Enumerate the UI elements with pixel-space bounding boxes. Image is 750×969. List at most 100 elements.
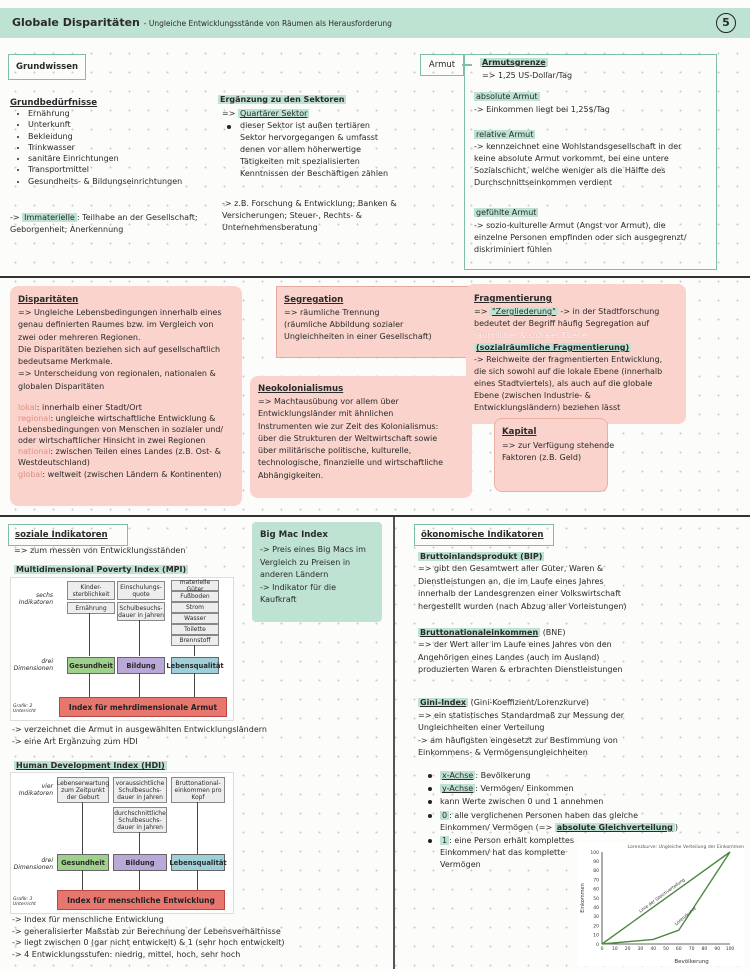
frag-line1-post: -> in der Stadtforschung (560, 307, 660, 316)
bullet-dot (428, 813, 432, 818)
segregation-line: Ungleichheiten in einer Gesellschaft) (284, 332, 432, 341)
sektoren-line: Tätigkeiten mit spezialisierten (240, 157, 360, 166)
y-tick-label: 40 (593, 905, 599, 911)
y-text: : Vermögen/ Einkommen (475, 784, 574, 794)
kapital-title: Kapital (502, 427, 537, 437)
absolut-title-text: absolute Armut (474, 92, 540, 101)
disparitaeten-box (10, 286, 242, 506)
mpi-box-gueter: materielle Güter (171, 579, 219, 593)
bne-suffix: (BNE) (542, 628, 566, 637)
oeko-title-box: ökonomische Indikatoren (414, 524, 554, 546)
x-axis-label: Bevölkerung (674, 959, 708, 965)
relativ-lines: -> kennzeichnet eine Wohlstandsgesellsch… (474, 141, 681, 189)
grundbeduerfnisse-list: ErnährungUnterkunftBekleidungTrinkwasser… (10, 108, 182, 187)
y-tick-label: 70 (593, 877, 599, 883)
disparitaeten-title: Disparitäten (18, 295, 79, 305)
kapital-line: => zur Verfügung stehende (502, 441, 615, 450)
grundbeduerfnis-item: Trinkwasser (28, 142, 182, 153)
grundbeduerfnis-item: Gesundheits- & Bildungseinrichtungen (28, 176, 182, 187)
bullet-x: x-Achse: Bevölkerung (418, 770, 718, 781)
mpi-index-box: Index für mehrdimensionale Armut (59, 697, 227, 717)
quartaer-line: => Quartärer Sektor (222, 108, 310, 119)
national-line2: Westdeutschland) (18, 458, 90, 467)
armutsgrenze-title-text: Armutsgrenze (480, 58, 548, 67)
grundbeduerfnis-item: Bekleidung (28, 131, 182, 142)
grundbeduerfnis-item: Ernährung (28, 108, 182, 119)
fragmentierung-line4: (sozialräumliche Fragmentierung) (474, 342, 632, 353)
y-axis-label: Einkommen (580, 883, 586, 912)
mpi-box-schulbesuchsdauer: Schulbesuchs- dauer in Jahren (117, 602, 165, 621)
mpi-box-toilette: Toilette (171, 624, 219, 635)
fragmentierung-line: Ebene (zwischen Industrie- & (474, 391, 591, 400)
y-tick-label: 60 (593, 887, 599, 893)
hdi-lines: -> Index für menschliche Entwicklung-> g… (12, 914, 285, 960)
mpi-dim-lebensqualitaet: Lebensqualität (166, 657, 224, 674)
y-tick-label: 20 (593, 923, 599, 929)
bigmac-title: Big Mac Index (260, 530, 328, 540)
national-line: national: zwischen Teilen eines Landes (… (18, 446, 221, 457)
mpi-dim-bildung: Bildung (117, 657, 165, 674)
kapital-line: Faktoren (z.B. Geld) (502, 453, 582, 462)
x-tick-label: 100 (726, 946, 735, 952)
neokolonialismus-line: über die Strukturen der Weltwirtschaft s… (258, 433, 438, 443)
disparitaeten-line: zwei oder mehreren Regionen. (18, 332, 141, 342)
bne-title-text: Bruttonationaleinkommen (418, 628, 541, 637)
gefuehlt-line: einzelne Personen empfinden oder sich au… (474, 233, 687, 242)
grundbeduerfnis-item: Unterkunft (28, 119, 182, 130)
gini-line: Ungleichheiten einer Verteilung (418, 723, 545, 733)
absolut-title: absolute Armut (474, 91, 540, 102)
y-tick-label: 90 (593, 859, 599, 865)
armut-box (464, 54, 717, 270)
hdi-dim-bildung: Bildung (113, 854, 167, 871)
hdi-dim-lebensqualitaet: Lebensqualität (169, 854, 227, 871)
grundbeduerfnisse-title: Grundbedürfnisse (10, 98, 98, 108)
subtitle-text: - Ungleiche Entwicklungsstände von Räume… (143, 19, 392, 28)
mpi-box-einschulungsquote: Einschulungs- quote (117, 581, 165, 600)
arrow: -> (10, 213, 20, 222)
segregation-line: (räumliche Abbildung sozialer (284, 320, 404, 329)
sektoren-example1: -> z.B. Forschung & Entwicklung; Banken … (222, 199, 397, 208)
sektoren-title: Ergänzung zu den Sektoren (218, 94, 347, 105)
divider-vertical (393, 517, 395, 969)
mpi-note: Grafik: 2 Unterricht (13, 704, 36, 714)
bigmac-line: -> Preis eines Big Macs im (260, 545, 366, 554)
lorenz-curve (601, 851, 731, 945)
grundbeduerfnis-item: Transportmittel (28, 164, 182, 175)
bullet-one-2: Einkommen/ hat das komplette (440, 848, 566, 858)
x-text: : Bevölkerung (475, 771, 531, 780)
hdi-line: -> generalisierter Maßstab zur Berechnun… (12, 926, 281, 936)
armutsgrenze-value: => 1,25 US-Dollar/Tag (482, 71, 573, 80)
mpi-box-ernaehrung: Ernährung (67, 602, 115, 614)
relativ-title: relative Armut (474, 129, 536, 140)
hdi-box-durchschnittliche: durchschnittliche Schulbesuchs- dauer in… (113, 807, 167, 833)
sektoren-example2: Versicherungen; Steuer-, Rechts- & (222, 211, 363, 220)
mpi-box-strom: Strom (171, 602, 219, 613)
frag-zergliederung: "Zergliederung" (489, 307, 558, 316)
one-text1: : eine Person erhält komplettes (449, 836, 575, 846)
mpi-diagram: sechs Indikatoren drei Dimensionen Kinde… (10, 577, 234, 721)
range-text: kann Werte zwischen 0 und 1 annehmen (440, 797, 604, 807)
neokolonialismus-line: über militärische politische, kulturelle… (258, 446, 412, 456)
mpi-box-fussboden: Fußboden (171, 591, 219, 602)
kapital-box (494, 418, 608, 492)
y-tick-label: 0 (596, 942, 599, 948)
frag-arrow: => (474, 307, 488, 316)
hdi-line (197, 802, 198, 854)
gini-suffix: (Gini-Koeffizient/Lorenzkurve) (470, 698, 590, 707)
bullet-dot (428, 839, 432, 844)
bip-line: innerhalb der Landesgrenzen einer Volksw… (418, 589, 621, 598)
x-tick-label: 60 (676, 946, 682, 952)
fragmentierung-line: eines Stadtviertels), als auch auf die g… (474, 379, 653, 388)
hdi-note: Grafik: 3 Unterricht (13, 897, 36, 907)
global-text: : weltweit (zwischen Ländern & Kontinent… (42, 470, 222, 479)
bip-title-text: Bruttoinlandsprodukt (BIP) (418, 552, 545, 561)
armut-label: Armut (428, 60, 456, 70)
hdi-line (82, 802, 83, 854)
regional-line2: Lebensbedingungen von Menschen in sozial… (18, 425, 224, 434)
neokolonialismus-line: Abhängigkeiten. (258, 470, 324, 480)
gefuehlt-lines: -> sozio-kulturelle Armut (Angst vor Arm… (474, 220, 687, 256)
sektoren-bullet (227, 125, 231, 129)
page-number: 5 (722, 16, 730, 29)
mpi-line (194, 673, 195, 697)
